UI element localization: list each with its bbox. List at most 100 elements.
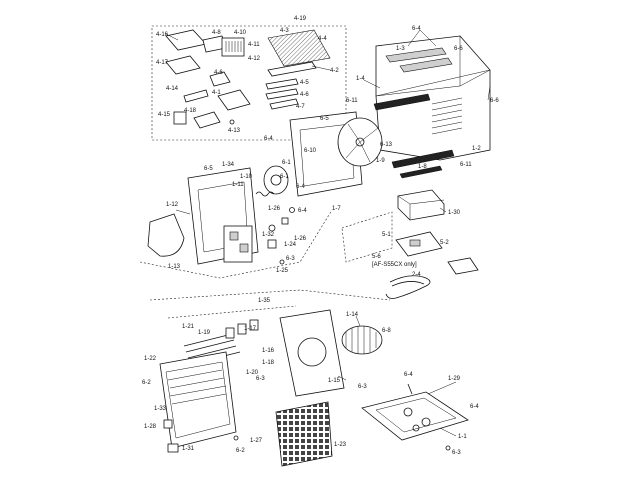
label: 1-21	[182, 324, 195, 330]
label: 4-14	[166, 86, 179, 92]
part-louver-bar	[267, 61, 317, 77]
label: 1-26	[268, 206, 281, 212]
label: 6-1	[282, 160, 291, 166]
part-hinge	[225, 327, 235, 339]
label: 6-6	[454, 46, 463, 52]
label: 4-6	[300, 92, 309, 98]
label: 4-12	[248, 56, 261, 62]
label: 1-2	[472, 146, 481, 152]
part-electric-box	[397, 189, 445, 221]
cabinet-assembly	[373, 35, 491, 179]
label: 6-3	[286, 256, 295, 262]
label: 1-25	[276, 268, 289, 274]
part-control-block	[221, 37, 245, 57]
part-nut	[289, 207, 295, 213]
part-filter-sheet-2	[165, 55, 201, 75]
part-cover-plate	[217, 89, 251, 111]
label: 1-4	[356, 76, 365, 82]
label: 1-11	[232, 182, 244, 188]
part-labels: 4-19 4-16 4-8 4-10 4-11 4-12 4-3 4-4 4-1…	[142, 16, 499, 456]
label: 1-15	[328, 378, 341, 384]
label: 5-2	[440, 240, 449, 246]
label: 1-29	[448, 376, 461, 382]
label: 1-23	[334, 442, 347, 448]
label: 4-7	[296, 104, 305, 110]
part-louver-tray	[267, 29, 331, 67]
label: 6-4	[264, 136, 273, 142]
label: 4-8	[212, 30, 221, 36]
label: 4-4	[318, 36, 327, 42]
label: 6-4	[404, 372, 413, 378]
fan-motor-assembly	[255, 111, 383, 225]
part-tag-2	[167, 443, 179, 453]
part-hinge-3	[249, 319, 259, 331]
label: 1-30	[448, 210, 461, 216]
label: 1-24	[284, 242, 297, 248]
part-power-cord	[385, 275, 431, 299]
leader-lines	[165, 29, 491, 437]
part-seal-strip	[391, 149, 455, 169]
label: 4-6	[214, 70, 223, 76]
label: 4-1	[212, 90, 221, 96]
label: 6-3	[358, 384, 367, 390]
label: 1-8	[418, 164, 427, 170]
label: 4-15	[158, 112, 171, 118]
label: 6-8	[382, 328, 391, 334]
label: 6-6	[490, 98, 499, 104]
part-tray	[193, 111, 221, 129]
part-top-rail-2	[399, 57, 453, 73]
label: 1-32	[262, 232, 275, 238]
label: 1-26	[294, 236, 307, 242]
label: 4-18	[184, 108, 197, 114]
label: 6-4	[470, 404, 479, 410]
part-spring	[255, 191, 275, 197]
part-motor	[263, 165, 289, 195]
label: 6-4	[412, 26, 421, 32]
label: 6-10	[304, 148, 317, 154]
part-screw	[229, 119, 235, 125]
part-top-rail	[385, 47, 447, 63]
part-seal-strip-2	[399, 165, 443, 179]
part-clip	[281, 217, 289, 225]
part-switch	[267, 239, 277, 249]
label: 1-31	[182, 446, 195, 452]
label: 4-17	[156, 60, 169, 66]
label: 6-2	[142, 380, 151, 386]
label: 1-22	[144, 356, 157, 362]
label: 1-33	[154, 406, 167, 412]
label: 6-2	[236, 448, 245, 454]
part-screw-4	[445, 445, 451, 451]
label: 1-16	[262, 348, 275, 354]
label: 4-16	[156, 32, 169, 38]
label: 1-13	[168, 264, 181, 270]
label: 4-2	[330, 68, 339, 74]
label: 1-10	[240, 174, 253, 180]
label: 1-27	[250, 438, 263, 444]
part-small-bar-3	[269, 98, 299, 110]
label: 1-1	[458, 434, 467, 440]
part-label-plate	[447, 257, 479, 275]
label: 2-4	[412, 272, 421, 278]
part-tag	[163, 419, 173, 429]
control-frame-assembly	[139, 167, 333, 279]
label: 4-5	[300, 80, 309, 86]
label: 4-11	[248, 42, 260, 48]
label: 6-4	[298, 208, 307, 214]
part-air-filter	[275, 401, 333, 467]
base-assembly	[361, 383, 469, 451]
label: 6-11	[460, 162, 472, 168]
part-small-bar	[265, 78, 299, 90]
label: 1-34	[222, 162, 235, 168]
label: 1-3	[396, 46, 405, 52]
part-screw-3	[233, 435, 239, 441]
part-screw-2	[279, 259, 285, 265]
label: 1-28	[144, 424, 157, 430]
label: 4-10	[234, 30, 247, 36]
label: 6-5	[204, 166, 213, 172]
label: 5-6	[372, 254, 381, 260]
part-base-pan	[361, 391, 469, 441]
part-scroll-housing	[279, 309, 345, 397]
label: 1-18	[262, 360, 275, 366]
model-note: [AF-S55CX only]	[372, 262, 417, 268]
